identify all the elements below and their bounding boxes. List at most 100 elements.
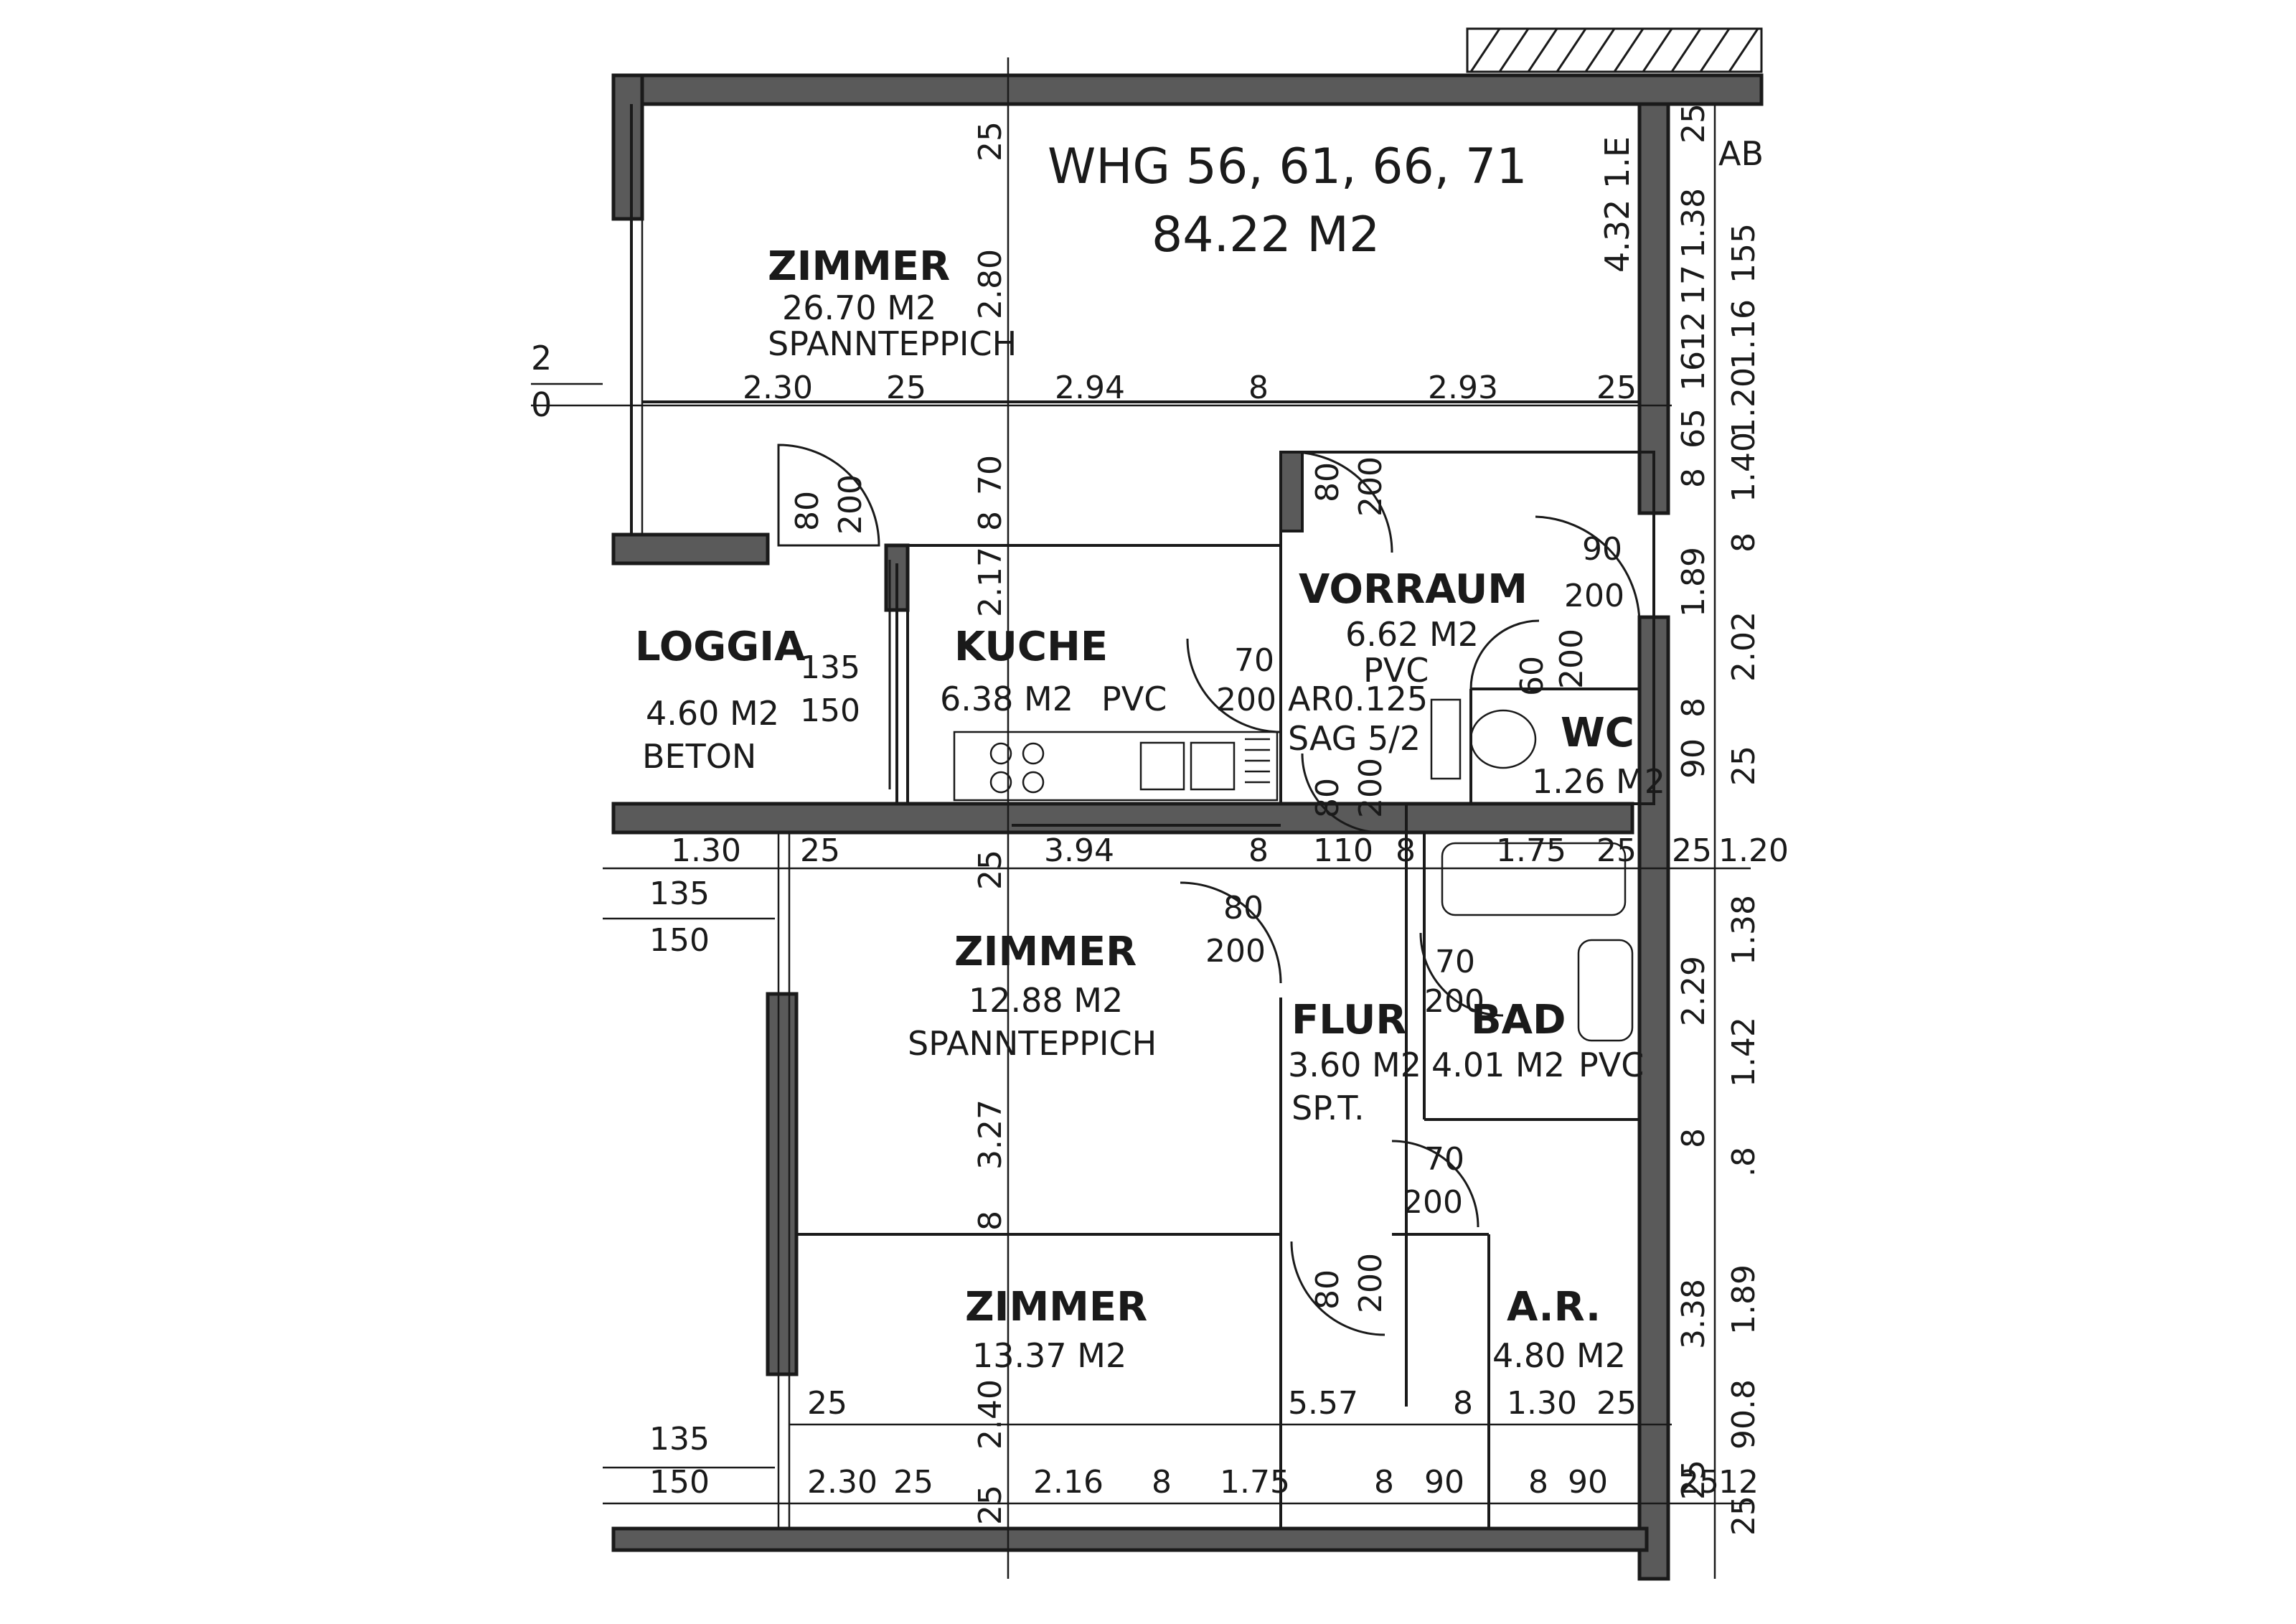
door-width: 60 (1514, 656, 1551, 696)
door-width: 70 (1424, 1141, 1464, 1178)
dim-text: 1.42 (1726, 1017, 1762, 1087)
room-area: 4.60 M2 (646, 694, 779, 733)
dim-text: 25 (1596, 832, 1637, 869)
dim-text: 110 (1313, 832, 1373, 869)
room-name: LOGGIA (635, 624, 806, 670)
room-wc: WC 1.26 M2 (1532, 710, 1665, 801)
dim-text: 25 (972, 850, 1009, 890)
dim-text: 2.02 (1726, 611, 1762, 682)
dim-text: 1.38 (1675, 188, 1712, 258)
dim-text: 1.89 (1726, 1264, 1762, 1335)
dim-text: 1.89 (1675, 547, 1712, 617)
room-vorraum: VORRAUM 6.62 M2 PVC (1299, 566, 1528, 690)
dim-vertical-mid: 25 2.80 8 70 2.17 25 3.27 8 2.40 25 (972, 121, 1009, 1525)
dim-text: 2.16 (1033, 1464, 1104, 1501)
dim-vertical-right-b: 155 1.16 1.20 1.40 8 2.02 25 1.38 1.42 .… (1726, 223, 1762, 1536)
room-area: 6.62 M2 (1345, 615, 1479, 654)
room-area: 26.70 M2 (782, 288, 936, 327)
dim-text: 12 (1675, 311, 1712, 352)
hatched-area (1466, 27, 1763, 73)
dim-text: 135 (800, 649, 860, 686)
windows (641, 219, 791, 1529)
room-bad: BAD 4.01 M2 PVC (1431, 997, 1644, 1084)
room-area: 13.37 M2 (972, 1336, 1126, 1375)
unit-title: WHG 56, 61, 66, 71 (1048, 139, 1527, 195)
kitchen-fixtures (953, 731, 1279, 802)
room-zimmer-low: ZIMMER 13.37 M2 (965, 1284, 1147, 1375)
dim-text: 2.94 (1055, 370, 1125, 406)
door-height: 200 (1352, 758, 1389, 818)
door-height: 200 (832, 474, 869, 535)
left-label-a: 2 (531, 339, 552, 377)
room-name: ZIMMER (768, 243, 950, 290)
dim-text: 2.29 (1675, 956, 1712, 1026)
dim-text: 65 (1675, 408, 1712, 449)
dim-text: 2.40 (972, 1379, 1009, 1450)
dim-text: 2.93 (1428, 370, 1498, 406)
dim-text: 8 (1453, 1385, 1473, 1422)
door-height: 200 (1403, 1184, 1463, 1221)
dim-text: 25 (1675, 1460, 1712, 1500)
dim-text: 1.20 (1726, 367, 1762, 438)
interior-walls (630, 104, 1655, 1529)
dim-text: 2.30 (743, 370, 813, 406)
dim-left-135-150: 135 150 135 150 135 150 (649, 649, 860, 1501)
room-area: 12.88 M2 (969, 981, 1123, 1020)
room-area: 1.26 M2 (1532, 762, 1665, 801)
dim-middle-row: 1.30 25 3.94 8 110 8 1.75 25 25 1.20 (671, 832, 1789, 869)
room-floor: BETON (642, 737, 756, 776)
bath-fixtures (1430, 698, 1634, 1042)
door-width: 90 (1582, 531, 1622, 568)
dim-text: 25 (1679, 1464, 1719, 1501)
dimension-lines (531, 57, 1751, 1579)
door-width: 70 (1435, 944, 1475, 980)
left-label-b: 0 (531, 385, 552, 424)
dim-text: 1.30 (671, 832, 741, 869)
room-area: 4.01 M2 (1431, 1046, 1565, 1084)
room-area: 6.38 M2 (940, 680, 1073, 718)
door-height: 200 (1205, 933, 1266, 970)
dim-text: 25 (800, 832, 840, 869)
door-height: 200 (1216, 682, 1276, 718)
dim-text: 8 (972, 1211, 1009, 1231)
dim-text: 8 (1152, 1464, 1172, 1501)
dim-text: 90 (1675, 738, 1712, 779)
dim-text: 1.20 (1718, 832, 1789, 869)
room-name: WC (1561, 710, 1634, 756)
dim-vertical-right-a: 25 1.38 17 12 16 65 8 1.89 8 90 2.29 8 3… (1675, 103, 1712, 1500)
dim-text: 3.94 (1044, 832, 1114, 869)
dim-text: 25 (1596, 370, 1637, 406)
dim-text: 8 (1675, 468, 1712, 488)
dim-bottom-row-b: 2.30 25 2.16 8 1.75 8 90 8 90 25 12 (807, 1464, 1759, 1501)
door-width: 80 (1309, 778, 1346, 818)
dim-text: 8 (1675, 1128, 1712, 1148)
room-name: FLUR (1292, 997, 1407, 1043)
door-height: 200 (1553, 629, 1590, 689)
dim-text: 135 (649, 876, 710, 912)
dim-text: 17 (1675, 265, 1712, 305)
room-floor: PVC (1578, 1046, 1644, 1084)
door-width: 80 (789, 491, 826, 531)
dim-text: .8 (1726, 1147, 1762, 1177)
door-width: 80 (1309, 462, 1346, 502)
dim-text: 25 (1672, 832, 1712, 869)
dim-text: 8 (1248, 832, 1269, 869)
door-height: 200 (1352, 1253, 1389, 1313)
dim-text: 3.38 (1675, 1279, 1712, 1349)
dim-text: 1.16 (1726, 299, 1762, 370)
dim-text: 16 (1675, 351, 1712, 391)
dim-text: 150 (649, 1464, 710, 1501)
room-name: BAD (1471, 997, 1566, 1043)
dim-text: 3.27 (972, 1099, 1009, 1170)
room-name: VORRAUM (1299, 566, 1528, 613)
room-kuche: KUCHE 6.38 M2 PVC (940, 624, 1167, 718)
dim-text: 1.30 (1507, 1385, 1577, 1422)
dim-text: 155 (1726, 223, 1762, 283)
dim-text: 1.75 (1220, 1464, 1290, 1501)
room-area: 4.80 M2 (1492, 1336, 1626, 1375)
room-floor: SPANNTEPPICH (908, 1024, 1157, 1063)
ab-label: AB (1718, 134, 1764, 173)
dim-text: 70 (972, 455, 1009, 495)
dim-text: 90.8 (1726, 1379, 1762, 1450)
